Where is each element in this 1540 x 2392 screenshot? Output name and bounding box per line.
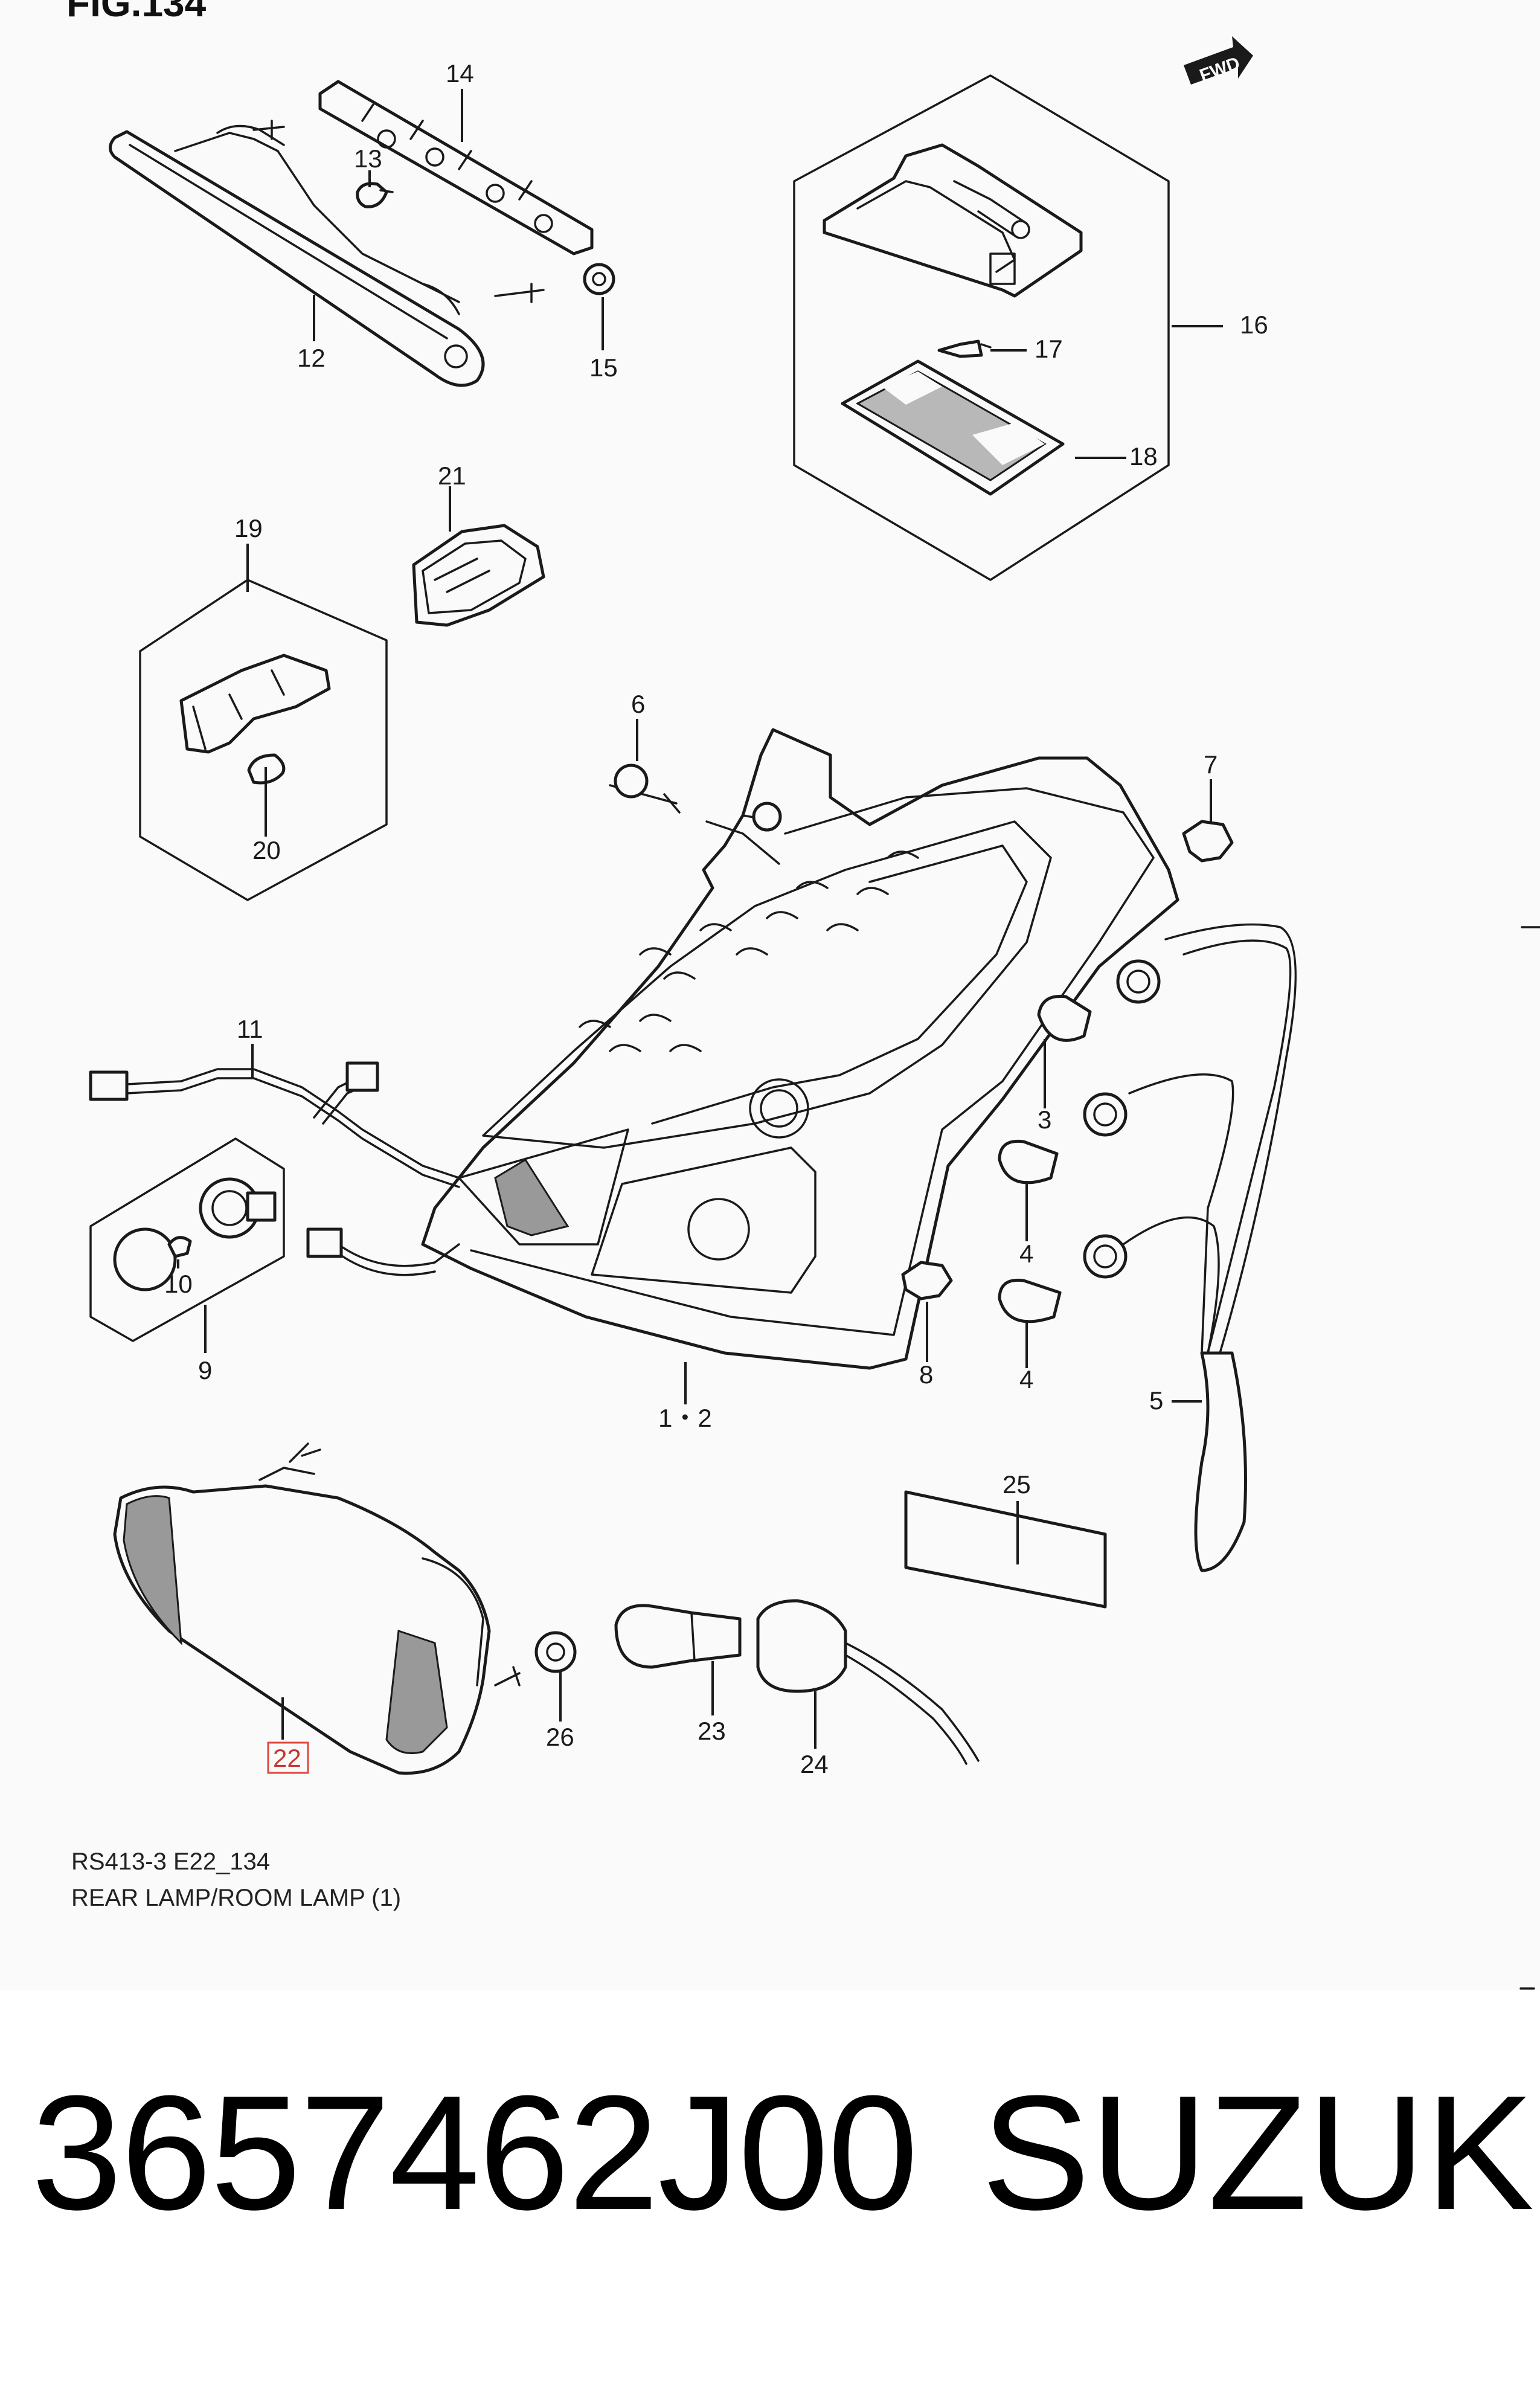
callout-12: 12 <box>297 344 326 372</box>
wire-harness-11 <box>89 1061 460 1276</box>
socket-24 <box>756 1599 980 1765</box>
parts-diagram: FWD <box>89 36 1540 1990</box>
callout-13: 13 <box>354 144 382 173</box>
callout-19: 19 <box>234 514 263 542</box>
callout-7: 7 <box>1204 750 1218 779</box>
socket-19 <box>179 654 331 754</box>
clip-8 <box>901 1261 953 1300</box>
callout-5: 5 <box>1149 1386 1163 1415</box>
callout-4-upper: 4 <box>1019 1239 1033 1268</box>
bulb-23 <box>614 1604 742 1669</box>
bulb-13 <box>356 182 394 208</box>
bulb-4-lower <box>998 1278 1062 1323</box>
callout-11: 11 <box>237 1015 263 1043</box>
callout-15: 15 <box>589 353 618 382</box>
callout-24: 24 <box>800 1750 829 1778</box>
callout-22: 22 <box>273 1744 301 1772</box>
nut-26 <box>534 1631 577 1673</box>
callout-labels: 14 13 12 15 16 17 18 21 19 20 6 7 11 3 4… <box>164 59 1268 1778</box>
callout-1-2: 1・2 <box>658 1404 712 1432</box>
callout-10: 10 <box>164 1270 193 1298</box>
rear-combination-lamp <box>421 728 1179 1370</box>
room-lamp-housing <box>823 143 1083 298</box>
bulb-10 <box>113 1227 192 1291</box>
callout-22-highlight-box <box>267 1741 309 1774</box>
callout-3: 3 <box>1038 1105 1051 1134</box>
callout-20: 20 <box>252 836 281 864</box>
license-plate-lamp <box>412 524 545 627</box>
high-mount-stop-lamp <box>109 120 545 387</box>
callout-9: 9 <box>198 1356 212 1384</box>
figure-header: FIG.134 <box>66 0 207 25</box>
grommet-15 <box>583 263 615 295</box>
bulb-3 <box>1037 994 1092 1042</box>
callout-23: 23 <box>698 1717 726 1745</box>
brand-name: SUZUKI <box>981 2062 1540 2244</box>
socket-group-9-border <box>89 1137 285 1342</box>
leader-lines <box>177 89 1223 1749</box>
side-reflector-22 <box>113 1442 521 1775</box>
callout-14: 14 <box>446 59 474 88</box>
part-number: 3657462J00 <box>31 2062 918 2244</box>
callout-6: 6 <box>631 690 645 718</box>
callout-4-lower: 4 <box>1019 1365 1033 1394</box>
socket-harness-5 <box>1083 923 1297 1572</box>
diagram-code: RS413-3 E22_134 <box>71 1848 271 1875</box>
stop-lamp-socket-harness <box>318 80 594 256</box>
diagram-title: REAR LAMP/ROOM LAMP (1) <box>71 1885 402 1911</box>
callout-16: 16 <box>1240 310 1268 339</box>
callout-26: 26 <box>546 1723 574 1751</box>
room-lamp-group-border <box>793 74 1170 581</box>
room-lamp-bulb <box>937 339 992 358</box>
callout-8: 8 <box>919 1360 933 1389</box>
seal-25 <box>904 1490 1107 1609</box>
callout-18: 18 <box>1129 442 1158 471</box>
bulb-4-upper <box>998 1139 1059 1185</box>
callout-21: 21 <box>438 461 466 490</box>
callout-17: 17 <box>1035 335 1063 363</box>
clip-7 <box>1182 820 1234 863</box>
diagram-panel: FWD <box>66 0 1540 1990</box>
socket-9 <box>199 1177 277 1239</box>
fwd-arrow-icon: FWD <box>1184 36 1253 86</box>
room-lamp-lens <box>841 359 1065 496</box>
callout-25: 25 <box>1003 1470 1031 1499</box>
